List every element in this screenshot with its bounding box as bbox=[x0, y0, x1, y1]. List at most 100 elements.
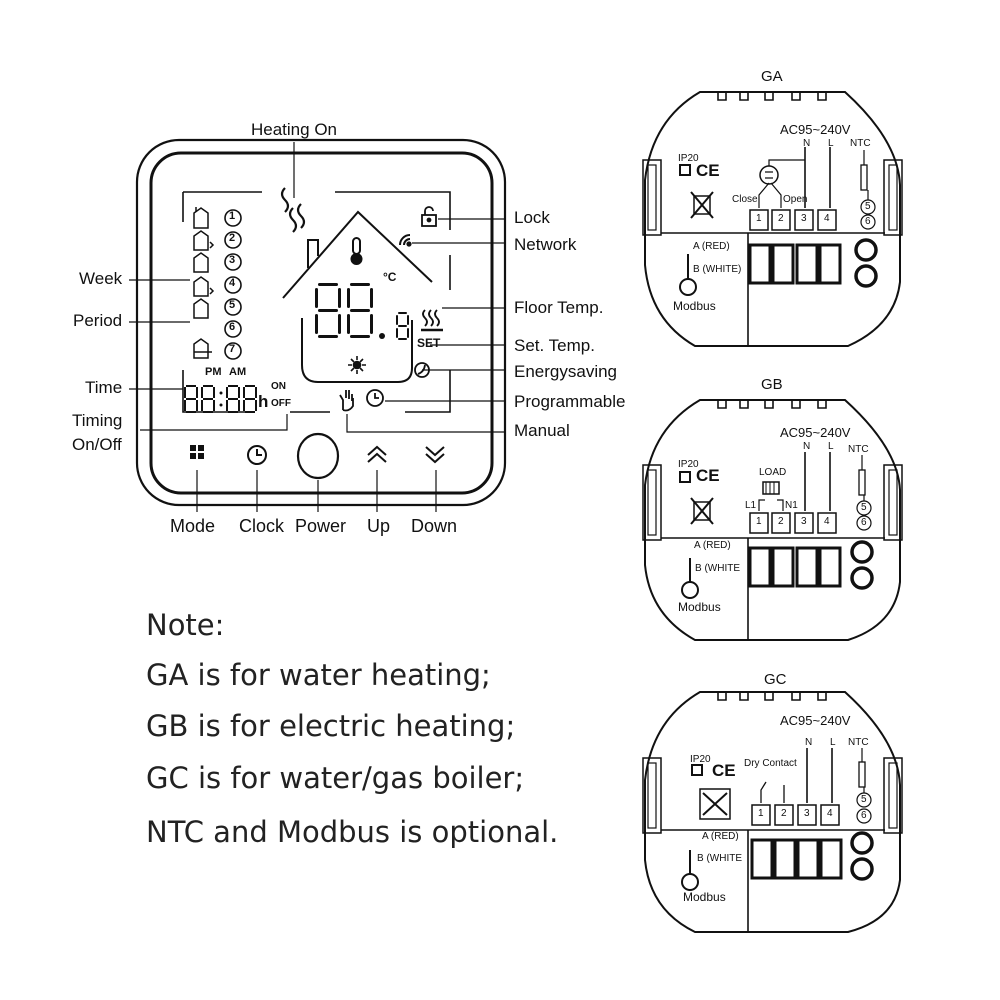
ga-title: GA bbox=[761, 68, 783, 85]
gb-power: AC95~240V bbox=[780, 425, 851, 440]
note-line: GC is for water/gas boiler; bbox=[146, 761, 525, 795]
period-number: 3 bbox=[229, 254, 236, 266]
callout-set-temp: Set. Temp. bbox=[514, 336, 595, 355]
power-button-label[interactable]: Power bbox=[295, 516, 347, 536]
lcd-hour-unit: h bbox=[258, 392, 269, 411]
gb-l1: L1 bbox=[745, 500, 757, 511]
gb-terminal-4: 4 bbox=[824, 516, 830, 527]
gb-terminal-5: 5 bbox=[861, 502, 867, 513]
callout-timing-line1: Timing bbox=[72, 411, 123, 430]
chevron-up-icon bbox=[367, 445, 387, 463]
gb-load: LOAD bbox=[759, 467, 787, 478]
gb-ntc: NTC bbox=[848, 444, 869, 455]
gb-title: GB bbox=[761, 376, 783, 393]
lcd-pm-label: PM bbox=[205, 366, 222, 378]
callout-heating-on: Heating On bbox=[251, 120, 337, 139]
gc-b-white: B (WHITE bbox=[697, 853, 742, 864]
gb-ip20: IP20 bbox=[678, 459, 699, 470]
period-number: 7 bbox=[229, 343, 236, 355]
gc-terminal-2: 2 bbox=[781, 808, 787, 819]
house-outline bbox=[282, 210, 433, 383]
callout-lock: Lock bbox=[514, 208, 550, 227]
gc-terminal-3: 3 bbox=[804, 808, 810, 819]
lcd-degree-label: °C bbox=[383, 270, 397, 284]
period-number: 1 bbox=[229, 210, 236, 222]
week-day-icons bbox=[193, 207, 215, 359]
ga-b-white: B (WHITE) bbox=[693, 264, 742, 275]
mode-button-label[interactable]: Mode bbox=[170, 516, 216, 536]
ga-l: L bbox=[828, 138, 834, 149]
gb-terminal-6: 6 bbox=[861, 517, 867, 528]
callout-energysaving: Energysaving bbox=[514, 362, 618, 381]
lcd-am-label: AM bbox=[229, 366, 247, 378]
ga-a-red: A (RED) bbox=[693, 241, 730, 252]
period-number: 4 bbox=[229, 277, 236, 289]
ga-ntc: NTC bbox=[850, 138, 871, 149]
gc-ce: CE bbox=[712, 761, 736, 780]
callout-network: Network bbox=[514, 235, 577, 254]
lcd-off-label: OFF bbox=[271, 398, 291, 409]
gc-dry-contact: Dry Contact bbox=[744, 758, 797, 769]
gb-terminal-3: 3 bbox=[801, 516, 807, 527]
lcd-on-label: ON bbox=[271, 381, 286, 392]
ga-n: N bbox=[803, 138, 811, 149]
wiring-gb bbox=[642, 399, 903, 641]
ga-power: AC95~240V bbox=[780, 122, 851, 137]
lcd-frame bbox=[182, 191, 451, 413]
note-line: GA is for water heating; bbox=[146, 658, 491, 692]
gc-a-red: A (RED) bbox=[702, 831, 739, 842]
gb-terminal-1: 1 bbox=[756, 516, 762, 527]
hand-icon bbox=[339, 390, 354, 412]
thermometer-icon bbox=[350, 237, 363, 265]
note-title: Note: bbox=[146, 608, 225, 642]
ga-terminal-5: 5 bbox=[865, 201, 871, 212]
ga-close: Close bbox=[732, 194, 758, 205]
ga-terminal-4: 4 bbox=[824, 213, 830, 224]
lock-icon bbox=[421, 206, 437, 227]
gb-l: L bbox=[828, 441, 834, 452]
note-line: GB is for electric heating; bbox=[146, 709, 516, 743]
gc-n: N bbox=[805, 737, 813, 748]
period-number: 6 bbox=[229, 321, 236, 333]
callout-week: Week bbox=[79, 269, 123, 288]
gb-n1: N1 bbox=[785, 500, 798, 511]
programmable-clock-icon bbox=[366, 389, 384, 407]
ga-terminal-2: 2 bbox=[778, 213, 784, 224]
wiring-gc bbox=[642, 691, 903, 933]
up-button-label[interactable]: Up bbox=[367, 516, 391, 536]
grid-icon bbox=[190, 445, 204, 459]
clock-button-label[interactable]: Clock bbox=[239, 516, 285, 536]
gb-n: N bbox=[803, 441, 811, 452]
gc-power: AC95~240V bbox=[780, 713, 851, 728]
gc-modbus: Modbus bbox=[683, 890, 726, 904]
period-number: 2 bbox=[229, 232, 236, 244]
note-line: NTC and Modbus is optional. bbox=[146, 815, 559, 849]
down-button-label[interactable]: Down bbox=[411, 516, 458, 536]
gb-modbus: Modbus bbox=[678, 600, 721, 614]
callout-floor-temp: Floor Temp. bbox=[514, 298, 604, 317]
gb-b-white: B (WHITE bbox=[695, 563, 740, 574]
temperature-digits bbox=[315, 283, 409, 340]
gc-terminal-6: 6 bbox=[861, 810, 867, 821]
network-icon bbox=[399, 234, 412, 247]
ga-terminal-6: 6 bbox=[865, 216, 871, 227]
gb-terminal-2: 2 bbox=[778, 516, 784, 527]
callout-lines bbox=[129, 142, 506, 512]
callout-timing-line2: On/Off bbox=[72, 435, 122, 454]
period-circles bbox=[224, 209, 242, 360]
time-digits bbox=[184, 385, 257, 413]
period-number: 5 bbox=[229, 299, 236, 311]
clock-icon bbox=[247, 445, 267, 465]
ga-open: Open bbox=[783, 194, 808, 205]
gc-ntc: NTC bbox=[848, 737, 869, 748]
gc-terminal-5: 5 bbox=[861, 794, 867, 805]
sun-icon bbox=[348, 356, 366, 374]
lcd-set-label: SET bbox=[417, 336, 441, 350]
ga-ce: CE bbox=[696, 161, 720, 180]
gc-terminal-1: 1 bbox=[758, 808, 764, 819]
callout-time: Time bbox=[85, 378, 123, 397]
chevron-down-icon bbox=[425, 446, 445, 464]
gc-terminal-4: 4 bbox=[827, 808, 833, 819]
